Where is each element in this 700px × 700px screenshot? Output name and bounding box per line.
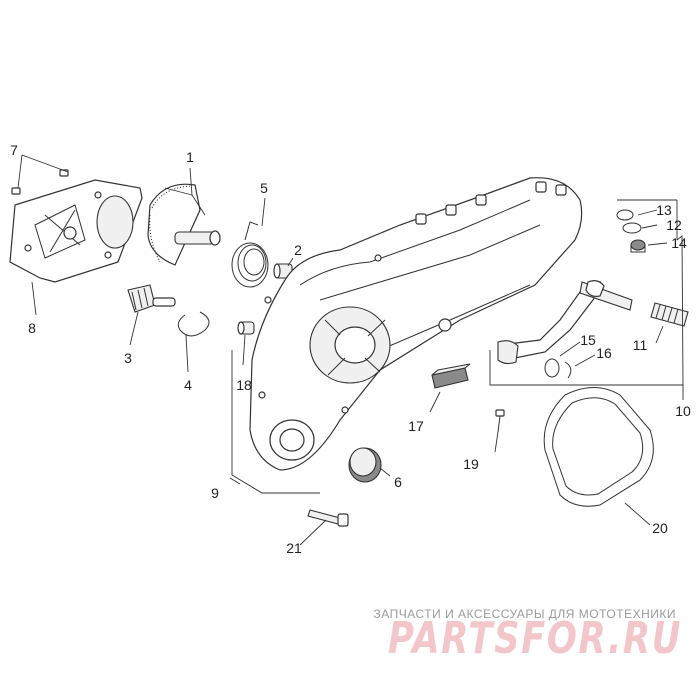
crankcase-cover [249,177,583,471]
callout-21: 21 [286,540,302,556]
callout-20: 20 [652,520,668,536]
callout-5: 5 [260,180,268,196]
inner-cover-plate [9,179,143,283]
callout-1: 1 [186,149,194,165]
washer [544,358,572,379]
callout-9: 9 [211,485,219,501]
callout-3: 3 [124,350,132,366]
watermark-logo: PARTSFOR.RU [388,613,682,664]
circlip [177,311,210,337]
callout-7: 7 [10,142,18,158]
leader-lines [17,154,684,546]
rubber-block [431,363,471,389]
small-screw [495,409,505,433]
plate-screws [11,169,69,195]
bushing [273,263,293,279]
starter-pinion [127,284,176,313]
kickstart-spring [231,221,269,288]
callout-13: 13 [656,202,672,218]
callout-11: 11 [633,337,648,353]
dowel-pin [237,321,255,335]
lever-hardware [616,209,646,253]
callout-numbers: 1 2 3 4 5 6 7 8 9 10 11 12 13 14 15 16 1… [10,142,691,556]
watermark-tagline: ЗАПЧАСТИ И АКСЕССУАРЫ ДЛЯ МОТОТЕХНИКИ [374,607,676,621]
callout-4: 4 [184,377,192,393]
callout-17: 17 [408,418,424,434]
callout-10: 10 [675,403,691,419]
callout-12: 12 [666,217,682,233]
callout-8: 8 [28,320,36,336]
callout-16: 16 [596,345,612,361]
callout-6: 6 [394,474,402,490]
long-bolt [307,509,349,527]
kickstart-lever [497,280,633,365]
callout-14: 14 [671,235,687,251]
cover-plug [348,447,382,483]
cover-gasket [543,387,654,507]
watermark: ЗАПЧАСТИ И АКСЕССУАРЫ ДЛЯ МОТОТЕХНИКИ PA… [374,607,682,664]
kickstart-gear-sector [147,183,221,266]
callout-19: 19 [463,456,479,472]
lever-pedal-rubber [650,302,689,327]
callout-2: 2 [294,242,302,258]
callout-18: 18 [236,377,252,393]
callout-15: 15 [580,332,596,348]
